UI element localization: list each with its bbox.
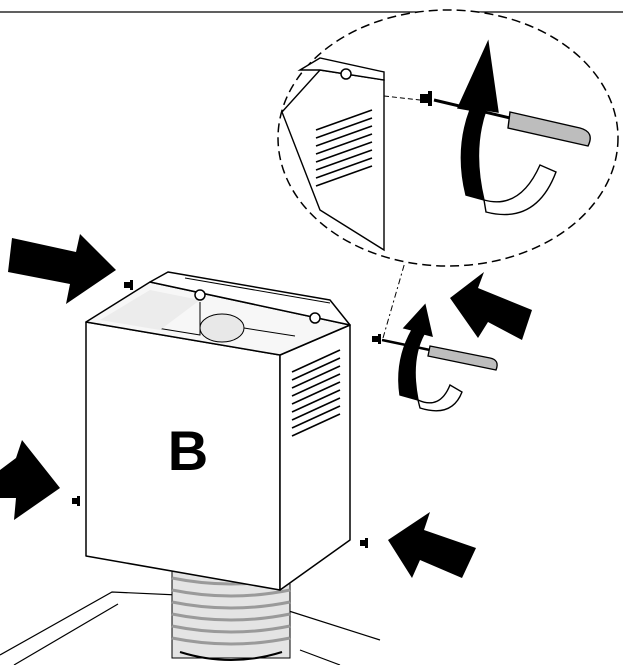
arrow-left-top-icon (8, 234, 116, 304)
arrow-left-bottom-icon (0, 440, 60, 520)
arrow-right-bottom-icon (388, 512, 476, 578)
screw-left-top (124, 280, 133, 290)
screws (72, 280, 381, 548)
zoom-vents (315, 109, 373, 187)
arrow-right-top-icon (450, 272, 532, 340)
push-arrows (0, 234, 532, 578)
zoom-screw (420, 91, 432, 106)
unit-label: B (168, 419, 208, 482)
screw-left-bottom (72, 496, 80, 506)
side-vents (291, 349, 341, 437)
cabinet-b (85, 271, 351, 591)
zoom-detail (277, 9, 619, 267)
rotation-arrow-zoom-icon (456, 39, 557, 216)
rotation-arrow-main-icon (398, 303, 463, 412)
bracket-screw-left (194, 289, 206, 301)
zoom-bracket-screw (340, 68, 352, 80)
leader-line (382, 261, 406, 339)
cabinet-rear-bracket (149, 271, 351, 326)
bracket-screw-right (309, 312, 321, 324)
screw-right-bottom (360, 538, 368, 548)
screw-right-top (372, 334, 381, 344)
cabinet-side-face (279, 324, 351, 591)
